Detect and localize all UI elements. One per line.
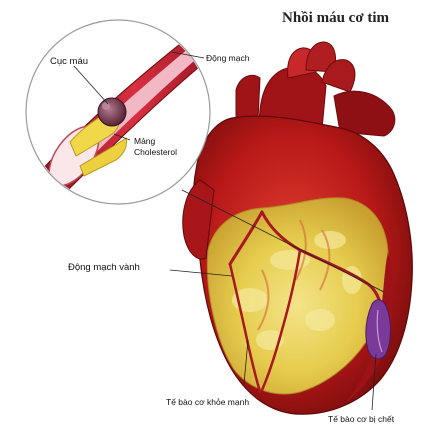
label-artery: Động mạch xyxy=(206,53,249,64)
label-clot: Cục máu xyxy=(50,56,88,67)
label-plaque-line2: Cholesterol xyxy=(134,147,177,158)
label-plaque-line1: Mảng xyxy=(134,136,155,147)
label-dead-cells: Tế bào cơ bị chết xyxy=(328,414,394,425)
label-healthy-cells: Tế bào cơ khỏe mạnh xyxy=(166,397,249,408)
label-coronary-artery: Động mạch vành xyxy=(68,262,140,273)
figure-title: Nhồi máu cơ tim xyxy=(282,10,389,27)
